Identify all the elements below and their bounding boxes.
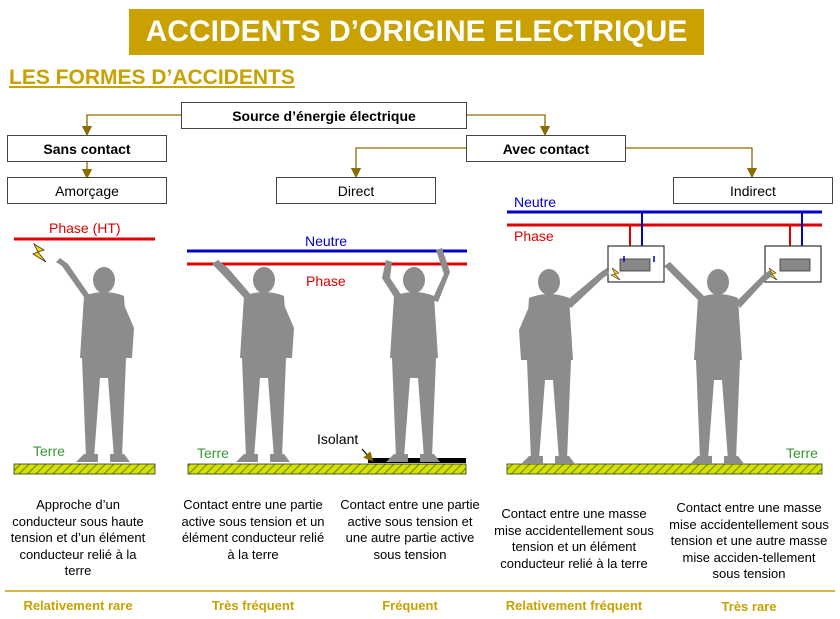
amorcage-box: Amorçage xyxy=(7,177,167,204)
tree-connectors xyxy=(81,114,758,180)
description-5: Contact entre une masse mise accidentell… xyxy=(669,500,829,581)
ground-strip-1 xyxy=(13,463,156,475)
person-1 xyxy=(56,258,134,462)
frequency-4: Relativement fréquent xyxy=(505,598,643,613)
page-title: ACCIDENTS D’ORIGINE ELECTRIQUE xyxy=(129,9,704,55)
description-2: Contact entre une partie active sous ten… xyxy=(181,497,325,562)
person-2 xyxy=(212,260,294,462)
person-5 xyxy=(664,262,772,464)
appliance-right xyxy=(764,212,822,283)
phase-ht-label: Phase (HT) xyxy=(49,220,121,236)
terre-label-2: Terre xyxy=(197,445,229,461)
phase-label-direct: Phase xyxy=(306,273,346,289)
description-1: Approche d’un conducteur sous haute tens… xyxy=(10,497,146,578)
description-3: Contact entre une partie active sous ten… xyxy=(340,497,480,562)
person-4 xyxy=(519,268,609,464)
lightning-bolt-icon xyxy=(32,242,47,263)
phase-label-indirect: Phase xyxy=(514,228,554,244)
appliance-left xyxy=(607,212,665,283)
isolant-label: Isolant xyxy=(317,431,359,447)
frequency-1: Relativement rare xyxy=(23,598,133,613)
person-figures xyxy=(56,248,772,464)
terre-label-1: Terre xyxy=(33,443,65,459)
ground-strip-2 xyxy=(187,463,467,475)
terre-label-3: Terre xyxy=(786,445,818,461)
neutre-label-indirect: Neutre xyxy=(514,194,557,210)
avec-contact-box: Avec contact xyxy=(466,135,626,162)
insulator-mat xyxy=(368,458,466,463)
frequency-3: Fréquent xyxy=(382,598,438,613)
sans-contact-box: Sans contact xyxy=(7,135,167,162)
source-box: Source d’énergie électrique xyxy=(181,102,467,129)
person-3 xyxy=(382,248,450,462)
ground-strip-3 xyxy=(506,463,823,475)
direct-box: Direct xyxy=(276,177,436,204)
section-subtitle: LES FORMES D’ACCIDENTS xyxy=(9,66,295,89)
indirect-box: Indirect xyxy=(673,177,833,204)
neutre-label-direct: Neutre xyxy=(305,233,348,249)
frequency-5: Très rare xyxy=(721,599,777,614)
description-4: Contact entre une masse mise accidentell… xyxy=(494,506,654,571)
frequency-2: Très fréquent xyxy=(211,598,295,613)
